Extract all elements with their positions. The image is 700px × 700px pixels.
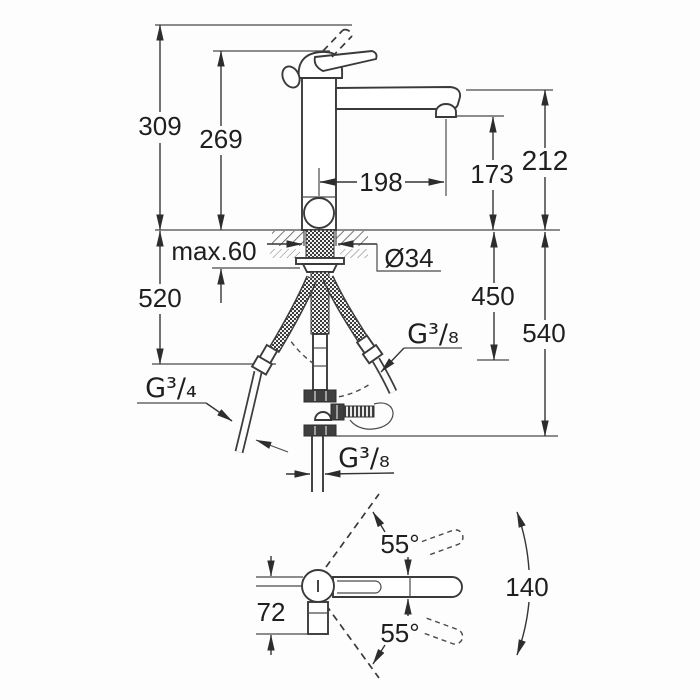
label-g34: G³/₄ bbox=[145, 373, 197, 404]
dim-label-55-upper: 55° bbox=[380, 529, 419, 559]
dia-leader bbox=[376, 244, 441, 272]
dim-label-173: 173 bbox=[470, 159, 513, 189]
left-hose-fitting bbox=[250, 343, 279, 376]
dim-hole-diameter-34: Ø34 bbox=[267, 240, 441, 273]
dim-spout-reach-198: 198 bbox=[319, 167, 445, 197]
left-swing-arrow bbox=[255, 439, 289, 453]
dim-total-drop-540: 540 bbox=[522, 231, 566, 437]
label-g38-bottom: G³/₈ bbox=[338, 443, 390, 474]
threaded-shank bbox=[305, 229, 335, 259]
dim-right-drop-450: 450 bbox=[471, 231, 515, 361]
dim-label-269: 269 bbox=[199, 124, 242, 154]
valve-loop bbox=[349, 402, 394, 430]
dim-spout-height-212: 212 bbox=[522, 89, 569, 231]
dim-label-198: 198 bbox=[359, 167, 402, 197]
dim-label-520: 520 bbox=[138, 283, 181, 313]
swivel-line-upper bbox=[325, 493, 380, 568]
right-hose-fitting bbox=[355, 334, 384, 365]
handle-knob bbox=[281, 65, 301, 89]
dim-swivel-lower-55: 55° bbox=[372, 598, 420, 665]
dim-label-72: 72 bbox=[257, 597, 286, 627]
spout-tip-dashed-upper bbox=[421, 529, 464, 557]
handle-lever bbox=[313, 50, 378, 73]
dim-label-55-lower: 55° bbox=[380, 618, 419, 648]
top-view: 72 55° 55° 140 bbox=[256, 493, 552, 679]
right-tube-core bbox=[373, 358, 396, 394]
counter-underside-right bbox=[340, 249, 368, 258]
lever-raised-dashed bbox=[322, 28, 353, 58]
left-hose-braid bbox=[270, 276, 317, 353]
mounting-washer-cone bbox=[301, 263, 339, 273]
tee-hex-bottom bbox=[303, 424, 337, 437]
body-port-circle bbox=[303, 197, 335, 229]
dim-swivel-upper-55: 55° bbox=[372, 511, 420, 576]
thread-label-g38-bottom: G³/₈ bbox=[286, 443, 395, 478]
left-swing-dash bbox=[289, 339, 315, 365]
dim-swivel-arc-140: 140 bbox=[504, 511, 552, 656]
label-g38-side: G³/₈ bbox=[407, 319, 459, 350]
center-tube bbox=[312, 333, 328, 391]
front-view: 309 269 max.60 Ø34 198 173 bbox=[137, 24, 569, 492]
aerator bbox=[435, 103, 457, 118]
dim-label-140: 140 bbox=[505, 572, 548, 602]
label-bg-140 bbox=[504, 576, 552, 600]
swivel-line-lower bbox=[325, 604, 380, 679]
dim-label-450: 450 bbox=[471, 281, 514, 311]
spout-bar bbox=[332, 576, 463, 598]
counter-underside-left bbox=[270, 249, 300, 258]
right-hose-braid bbox=[323, 276, 368, 344]
dim-label-309: 309 bbox=[138, 111, 181, 141]
dim-body-height-269: 269 bbox=[199, 50, 243, 231]
thread-label-g34: G³/₄ bbox=[137, 373, 233, 422]
valve-threaded-rod bbox=[343, 405, 375, 418]
dim-label-dia34: Ø34 bbox=[384, 243, 433, 273]
faucet-front bbox=[281, 28, 462, 231]
left-tube-core bbox=[236, 371, 261, 453]
dim-label-212: 212 bbox=[522, 145, 569, 176]
dim-outlet-height-173: 173 bbox=[470, 116, 514, 231]
dim-counter-thickness-max60: max.60 bbox=[171, 236, 257, 303]
spout-bar-slot bbox=[337, 580, 382, 594]
dim-label-540: 540 bbox=[522, 318, 565, 348]
tee-hex-top bbox=[303, 389, 337, 403]
under-deck-plumbing bbox=[234, 229, 398, 492]
handle-top-view bbox=[307, 601, 329, 635]
thread-label-g38-side: G³/₈ bbox=[380, 319, 462, 373]
dim-handle-offset-72: 72 bbox=[257, 556, 286, 655]
spout-tip-dashed-lower bbox=[421, 617, 464, 645]
dim-label-max60: max.60 bbox=[171, 236, 256, 266]
dim-left-drop-520: 520 bbox=[138, 230, 182, 365]
valve-boss bbox=[314, 411, 332, 421]
dim-total-height-309: 309 bbox=[138, 24, 182, 231]
